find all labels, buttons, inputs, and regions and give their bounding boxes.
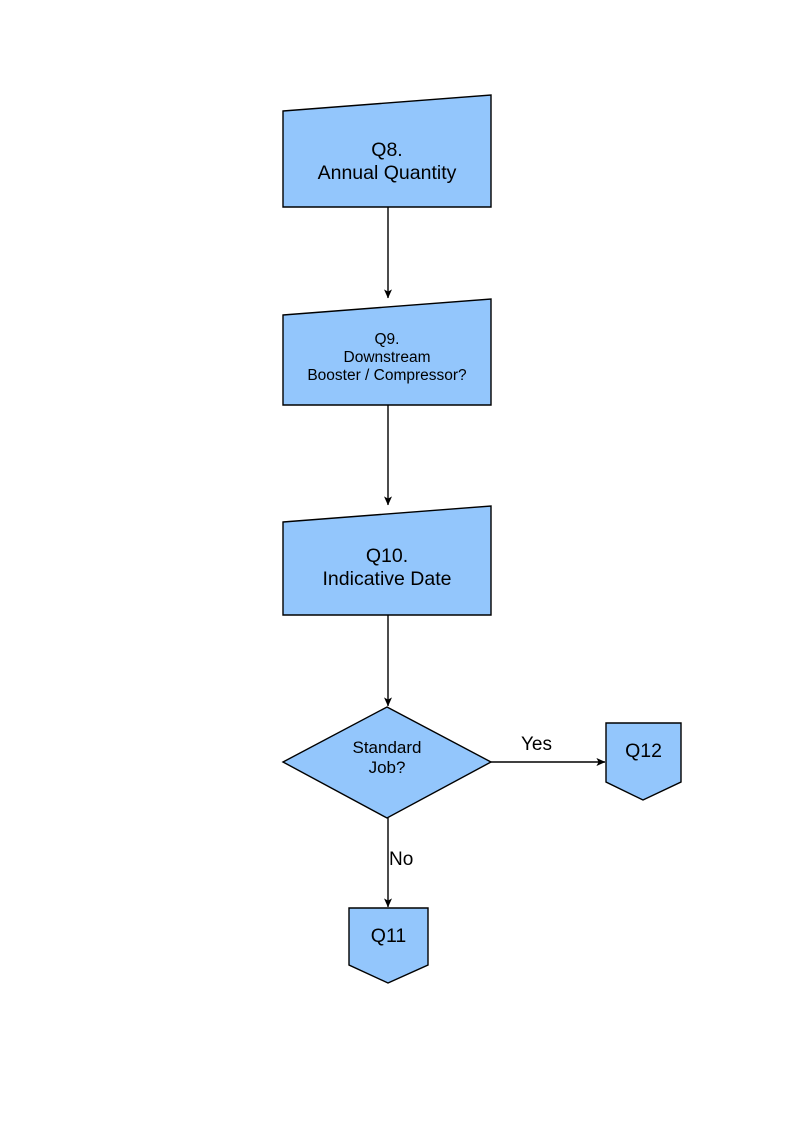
edge-label-yes: Yes <box>521 734 552 755</box>
node-q8[interactable] <box>282 94 492 208</box>
node-q11[interactable] <box>348 907 429 984</box>
edge-label-no: No <box>389 849 414 870</box>
node-q9[interactable] <box>282 298 492 406</box>
node-q10[interactable] <box>282 505 492 616</box>
node-q12[interactable] <box>605 722 682 801</box>
node-decision-standard-job[interactable] <box>281 706 493 819</box>
